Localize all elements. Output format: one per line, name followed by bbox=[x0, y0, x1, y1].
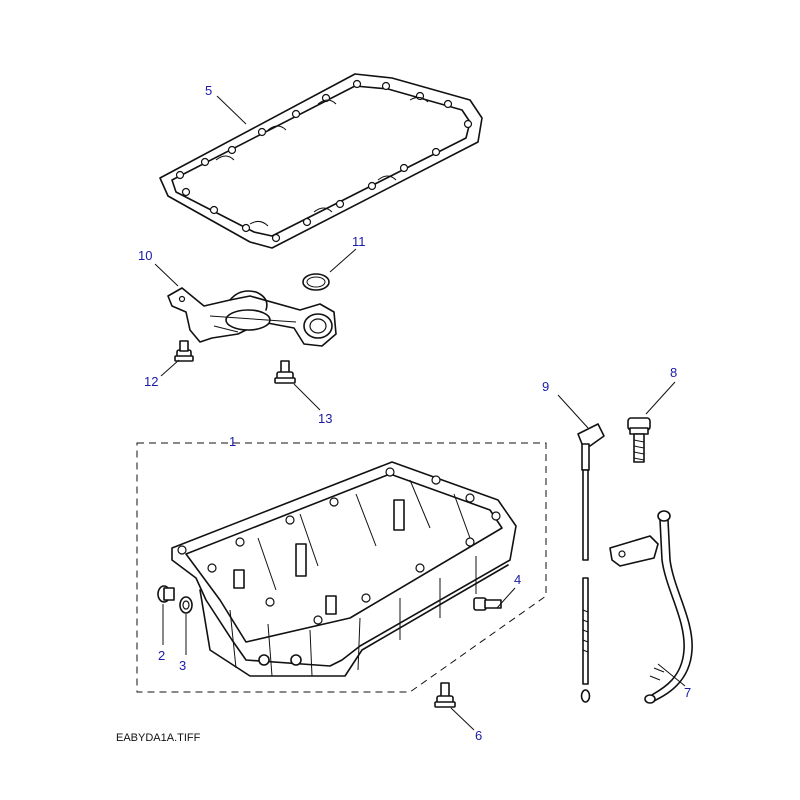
callout-10: 10 bbox=[138, 248, 152, 263]
gasket-bolt-holes bbox=[175, 79, 473, 243]
oil-pickup-pipe bbox=[167, 287, 337, 347]
callout-13: 13 bbox=[318, 411, 332, 426]
callout-7: 7 bbox=[684, 685, 691, 700]
pickup-bolt-13 bbox=[274, 360, 296, 384]
pan-bolt-4 bbox=[473, 597, 502, 611]
callout-8: 8 bbox=[670, 365, 677, 380]
pickup-bolt-12 bbox=[174, 340, 194, 362]
callout-6: 6 bbox=[475, 728, 482, 743]
oil-pan-gasket bbox=[159, 73, 483, 249]
oil-pan bbox=[171, 461, 517, 677]
pan-bolt-6 bbox=[434, 682, 456, 708]
leader-lines bbox=[154, 95, 686, 731]
dipstick bbox=[577, 423, 605, 703]
callout-1: 1 bbox=[229, 434, 236, 449]
callout-11: 11 bbox=[352, 234, 366, 249]
callout-3: 3 bbox=[179, 658, 186, 673]
callout-5: 5 bbox=[205, 83, 212, 98]
figure-caption: EABYDA1A.TIFF bbox=[116, 732, 201, 744]
dipstick-tube-bolt bbox=[627, 417, 651, 463]
pan-flange-holes bbox=[177, 467, 501, 625]
assembly-boundary bbox=[136, 442, 547, 693]
callout-4: 4 bbox=[514, 572, 521, 587]
o-ring bbox=[302, 273, 330, 291]
drain-plug bbox=[157, 585, 175, 603]
dipstick-tube bbox=[609, 510, 693, 704]
callout-2: 2 bbox=[158, 648, 165, 663]
drain-plug-washer bbox=[179, 596, 193, 614]
callout-12: 12 bbox=[144, 374, 158, 389]
callout-9: 9 bbox=[542, 379, 549, 394]
